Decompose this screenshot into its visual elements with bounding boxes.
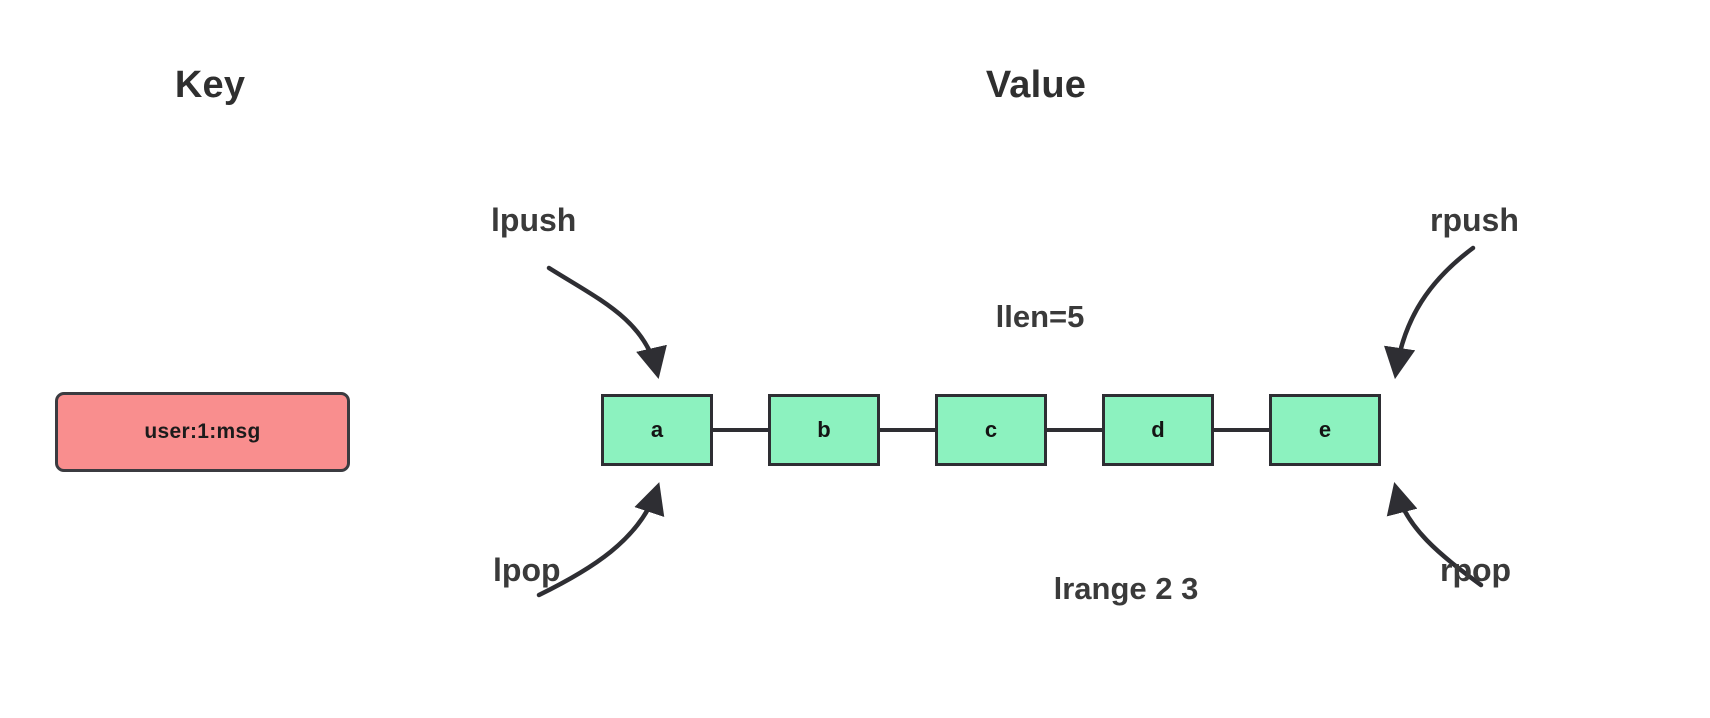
rpush-label: rpush: [1430, 202, 1519, 238]
list-node-label: a: [650, 417, 664, 442]
list-link-c-d: [1045, 428, 1121, 432]
list-link-b-c: [878, 428, 954, 432]
key-name-label: user:1:msg: [144, 420, 261, 443]
list-node-label: b: [817, 417, 831, 442]
column-header-key: Key: [174, 64, 246, 106]
list-node-a: a: [601, 394, 713, 466]
list-node-label: e: [1318, 417, 1332, 442]
list-node-e: e: [1269, 394, 1381, 466]
list-link-a-b: [711, 428, 787, 432]
rpush-arrow: [1383, 245, 1476, 380]
key-box: user:1:msg: [55, 392, 350, 472]
lpop-label: lpop: [493, 552, 561, 588]
list-node-c: c: [935, 394, 1047, 466]
list-node-d: d: [1102, 394, 1214, 466]
list-node-label: d: [1151, 417, 1165, 442]
rpop-label: rpop: [1440, 552, 1512, 588]
lpush-arrow: [546, 265, 667, 380]
lrange-label: lrange 2 3: [1053, 571, 1199, 606]
list-link-d-e: [1212, 428, 1288, 432]
list-node-b: b: [768, 394, 880, 466]
llen-label: llen=5: [995, 299, 1085, 334]
list-node-label: c: [984, 417, 998, 442]
column-header-value: Value: [985, 64, 1087, 106]
lpush-label: lpush: [491, 202, 577, 238]
